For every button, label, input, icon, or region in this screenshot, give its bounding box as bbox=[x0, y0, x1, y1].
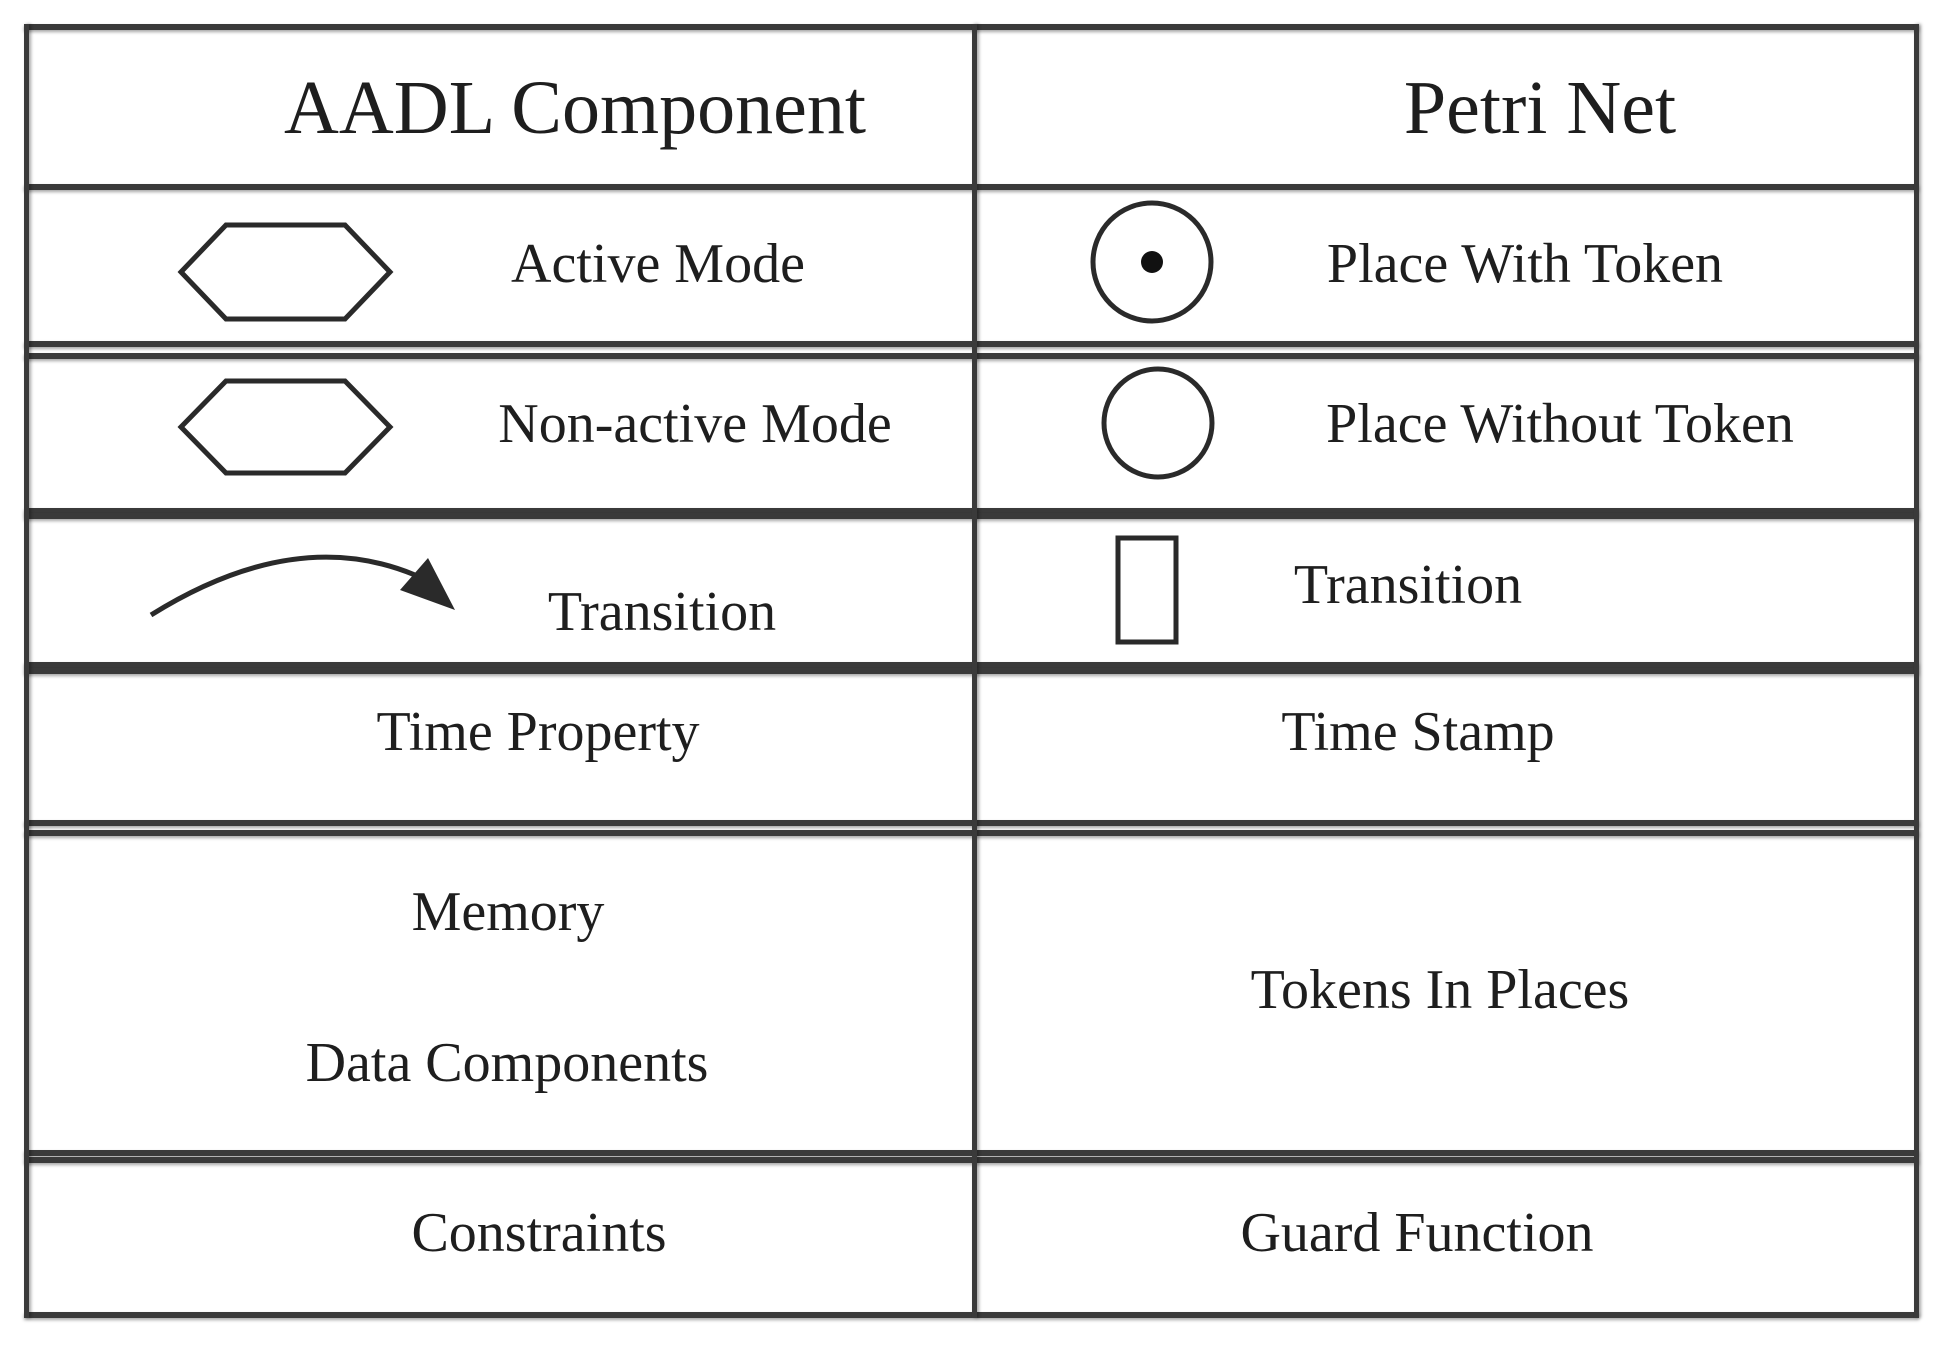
hexagon-icon bbox=[177, 222, 394, 322]
row-divider bbox=[24, 820, 1919, 826]
non-active-mode-label: Non-active Mode bbox=[498, 393, 892, 455]
table-border-bottom bbox=[24, 1312, 1919, 1318]
active-mode-label: Active Mode bbox=[511, 233, 805, 295]
header-aadl-component: AADL Component bbox=[284, 66, 866, 150]
constraints-label: Constraints bbox=[411, 1202, 667, 1264]
header-petri-net: Petri Net bbox=[1403, 66, 1677, 150]
row-divider bbox=[24, 353, 1919, 359]
rectangle-transition-icon bbox=[1115, 535, 1179, 645]
place-with-token-label: Place With Token bbox=[1326, 233, 1724, 295]
memory-label: Memory bbox=[411, 881, 605, 943]
row-divider bbox=[24, 668, 1919, 674]
tokens-in-places-label: Tokens In Places bbox=[1250, 959, 1630, 1021]
time-stamp-label: Time Stamp bbox=[1281, 701, 1555, 763]
time-property-label: Time Property bbox=[376, 701, 700, 763]
transition-label-petri: Transition bbox=[1293, 554, 1523, 616]
place-without-token-label: Place Without Token bbox=[1326, 393, 1794, 455]
row-divider bbox=[24, 341, 1919, 347]
row-divider bbox=[24, 830, 1919, 836]
table-border-top bbox=[24, 24, 1919, 30]
row-divider bbox=[24, 1157, 1919, 1163]
curved-arrow-icon bbox=[149, 554, 455, 618]
hexagon-icon bbox=[177, 378, 394, 476]
table-border-right bbox=[1914, 24, 1919, 1318]
row-divider bbox=[24, 513, 1919, 519]
guard-function-label: Guard Function bbox=[1240, 1202, 1594, 1264]
data-components-label: Data Components bbox=[305, 1032, 709, 1094]
row-divider bbox=[24, 184, 1919, 190]
table-border-left bbox=[24, 24, 29, 1318]
place-with-token-icon bbox=[1090, 200, 1214, 324]
place-without-token-icon bbox=[1101, 366, 1215, 480]
column-divider bbox=[972, 24, 977, 1318]
row-divider bbox=[24, 1150, 1919, 1156]
transition-label-aadl: Transition bbox=[547, 581, 777, 643]
row-divider bbox=[24, 508, 1919, 514]
row-divider bbox=[24, 662, 1919, 668]
